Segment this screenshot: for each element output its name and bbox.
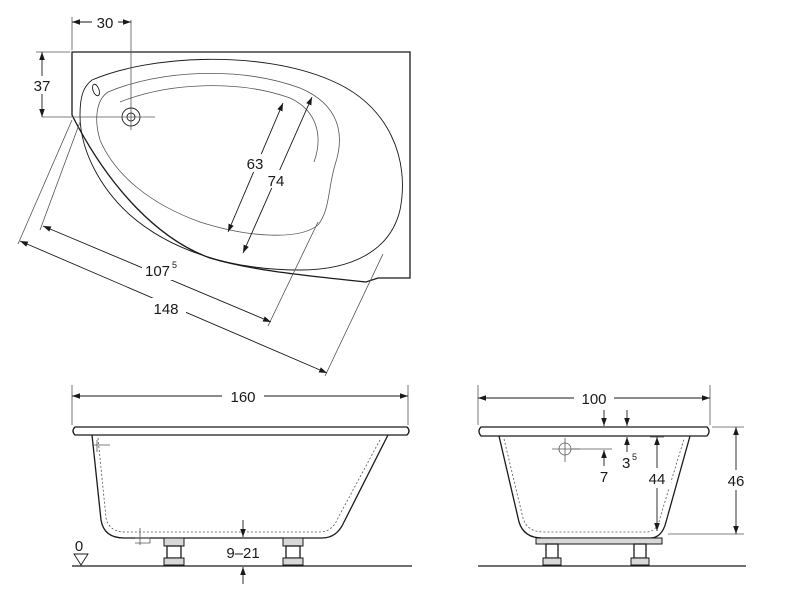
overflow-icon [92,83,100,97]
side-rim [478,426,710,437]
side-feet [535,537,663,566]
dim-148-label: 148 [153,301,178,318]
front-body [91,434,389,539]
top-view: 30 37 63 74 107 5 148 [17,12,411,377]
dim-100-label: 100 [581,391,606,408]
dim-44-label: 44 [649,471,666,488]
top-basin-floor-inner [119,85,319,163]
front-foot-left [163,537,185,566]
front-rim [72,426,410,436]
dim-74-label: 74 [268,173,285,190]
dim-107-5-label: 107 [145,263,170,280]
dim-63-label: 63 [247,156,264,173]
top-basin-outer [79,58,403,271]
dim-107-5-sup: 5 [172,260,177,270]
dim-30-label: 30 [97,15,114,32]
front-foot-right [282,537,304,566]
dim-3-5-sup: 5 [632,452,637,462]
dim-7-label: 7 [600,469,608,486]
top-basin-floor [96,72,340,236]
drain-icon [42,20,155,130]
side-overflow-icon [552,438,580,462]
dim-9-21-label: 9–21 [226,545,259,562]
level-zero-label: 0 [75,538,83,555]
dim-3-5-label: 3 [622,455,630,472]
front-body-inner [97,437,382,533]
dim-46-label: 46 [728,473,745,490]
dim-37-label: 37 [34,78,51,95]
dim-160-label: 160 [230,389,255,406]
level-zero-icon [73,553,89,566]
side-view: 100 3 5 7 44 46 [477,385,750,567]
front-view: 0 160 9–21 [71,385,412,584]
